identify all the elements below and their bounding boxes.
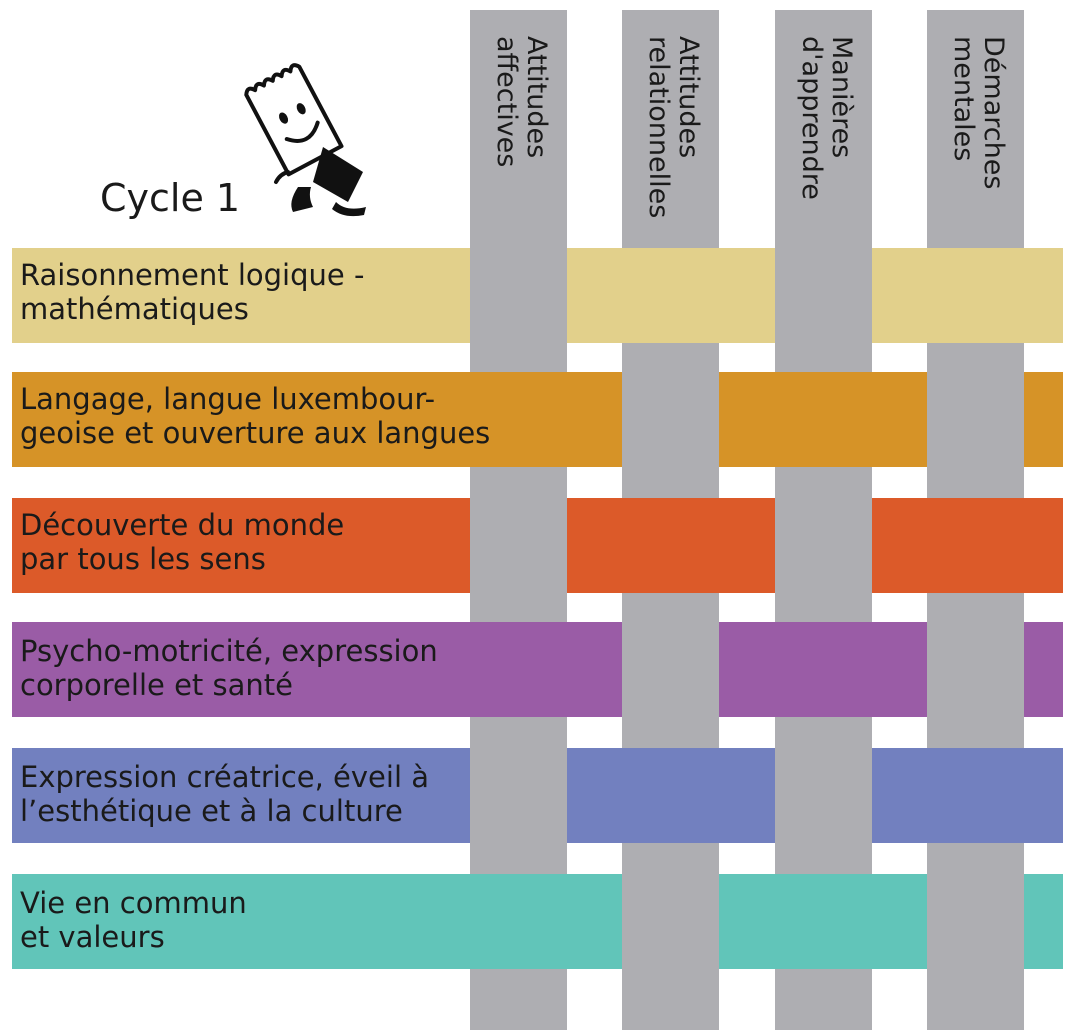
- band-vie-en-commun-segment: [1024, 874, 1063, 969]
- band-langage-segment: [12, 372, 622, 467]
- band-label-expression-creatrice: Expression créatrice, éveil à l’esthétiq…: [20, 760, 430, 828]
- band-label-vie-en-commun: Vie en commun et valeurs: [20, 886, 247, 954]
- column-label-manieres-apprendre: Manières d'apprendre: [796, 36, 857, 200]
- band-label-psycho-motricite: Psycho-motricité, expression corporelle …: [20, 634, 438, 702]
- column-label-attitudes-relationnelles: Attitudes relationnelles: [643, 36, 704, 219]
- mascot-icon: [244, 63, 366, 217]
- band-psycho-motricite-segment: [12, 622, 622, 717]
- column-label-demarches-mentales: Démarches mentales: [948, 36, 1009, 190]
- band-decouverte-segment: [567, 498, 775, 593]
- band-expression-creatrice-segment: [567, 748, 775, 843]
- band-vie-en-commun-segment: [12, 874, 622, 969]
- band-raisonnement-segment: [567, 248, 775, 343]
- column-label-attitudes-affectives: Attitudes affectives: [491, 36, 552, 168]
- band-expression-creatrice-segment: [872, 748, 1063, 843]
- column-attitudes-affectives: [470, 10, 567, 1030]
- band-expression-creatrice-segment: [12, 748, 470, 843]
- band-label-decouverte: Découverte du monde par tous les sens: [20, 508, 345, 576]
- band-langage-segment: [1024, 372, 1063, 467]
- band-label-langage: Langage, langue luxembour- geoise et ouv…: [20, 382, 491, 450]
- band-vie-en-commun-segment: [719, 874, 927, 969]
- band-decouverte-segment: [12, 498, 470, 593]
- band-decouverte-segment: [872, 498, 1063, 593]
- column-manieres-apprendre: [775, 10, 872, 1030]
- band-psycho-motricite-segment: [1024, 622, 1063, 717]
- band-raisonnement-segment: [12, 248, 470, 343]
- band-langage-segment: [719, 372, 927, 467]
- band-raisonnement-segment: [872, 248, 1063, 343]
- band-label-raisonnement: Raisonnement logique - mathématiques: [20, 258, 365, 326]
- band-psycho-motricite-segment: [719, 622, 927, 717]
- cycle-title: Cycle 1: [100, 176, 241, 220]
